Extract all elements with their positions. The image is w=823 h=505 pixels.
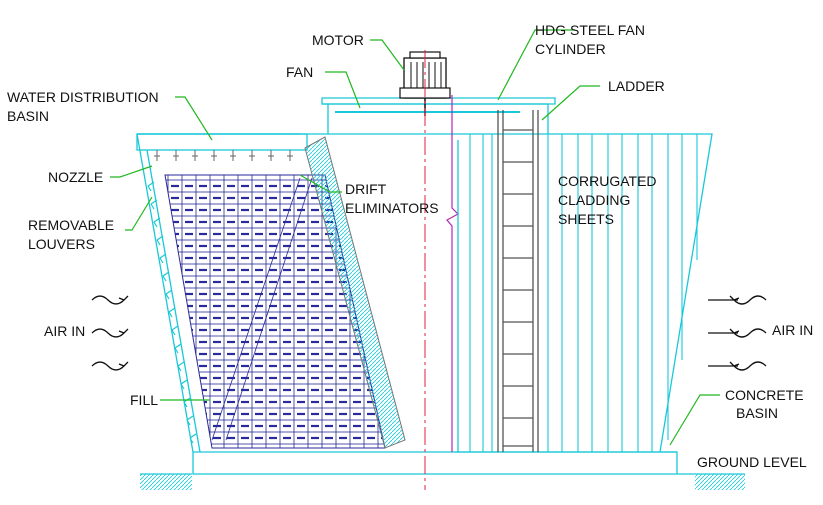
corrugated-cladding (469, 134, 698, 452)
label-water-line1: WATER DISTRIBUTION (7, 89, 159, 105)
drift-eliminators (304, 136, 406, 449)
label-concrete-line1: CONCRETE (725, 387, 804, 403)
fan-cylinder (322, 103, 549, 134)
label-ladder: LADDER (608, 78, 665, 94)
label-drift-line1: DRIFT (345, 181, 387, 197)
fill-diagonal-2 (225, 177, 313, 441)
label-louvers-line1: REMOVABLE (28, 217, 114, 233)
fill-diagonal-1 (211, 177, 301, 441)
label-corrugated-line2: CLADDING (558, 192, 630, 208)
label-corrugated-line1: CORRUGATED (558, 173, 657, 189)
label-water-line2: BASIN (7, 108, 49, 124)
right-casing (455, 133, 713, 453)
label-hdg-line2: CYLINDER (535, 41, 606, 57)
label-fan: FAN (286, 64, 313, 80)
air-in-arrows-right (708, 295, 767, 371)
ground-hatch-right (695, 474, 745, 490)
label-motor: MOTOR (312, 32, 364, 48)
label-corrugated-line3: SHEETS (558, 211, 614, 227)
label-air-in-left: AIR IN (44, 323, 85, 339)
label-ground-level: GROUND LEVEL (697, 454, 807, 470)
label-hdg-line1: HDG STEEL FAN (535, 22, 645, 38)
water-distribution-basin (136, 133, 308, 151)
label-concrete-line2: BASIN (736, 405, 778, 421)
label-nozzle: NOZZLE (48, 169, 103, 185)
section-break-line (446, 95, 459, 452)
ladder (497, 110, 539, 452)
ground-hatch-left (140, 474, 192, 490)
leader-lines (110, 29, 720, 446)
nozzle-row (154, 150, 293, 161)
removable-louvers (147, 181, 197, 444)
label-louvers-line2: LOUVERS (28, 236, 95, 252)
air-in-arrows-left (91, 295, 129, 371)
label-fill: FILL (130, 392, 158, 408)
label-drift-line2: ELIMINATORS (345, 200, 439, 216)
label-air-in-right: AIR IN (772, 322, 813, 338)
fan-stack (321, 97, 556, 105)
